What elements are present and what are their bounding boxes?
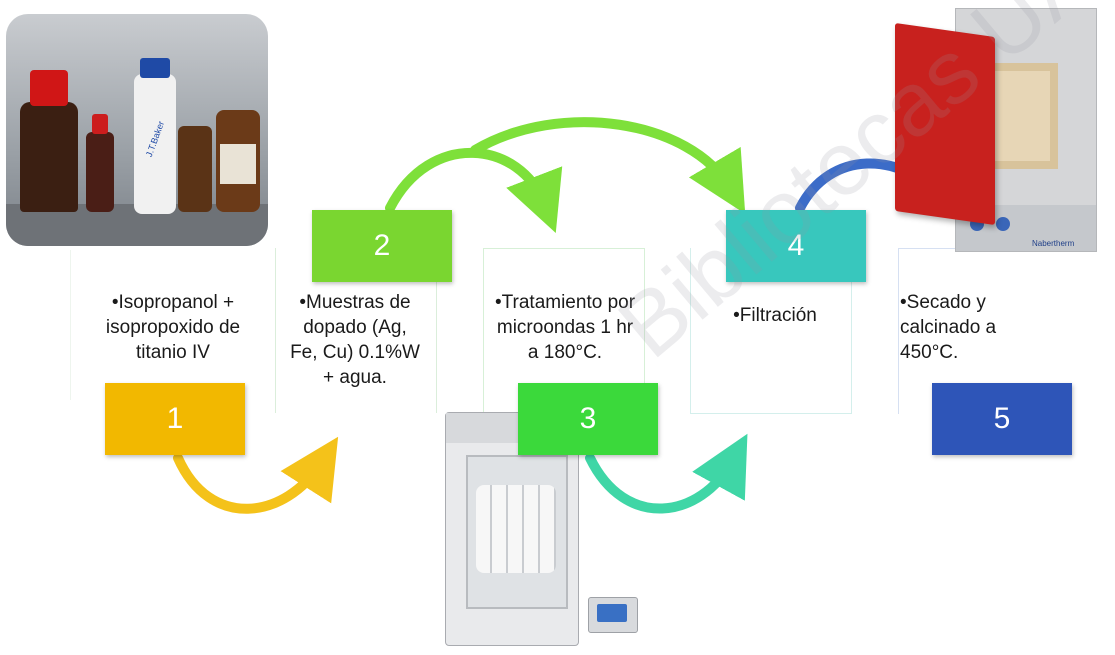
step-text-5: •Secado y calcinado a 450°C. [900, 292, 997, 363]
bottle-amber-large [20, 102, 78, 212]
furnace-brand-label: Nabertherm [1032, 239, 1075, 248]
step-box-1: 1 [105, 383, 245, 455]
step-number-2: 2 [373, 229, 391, 262]
step-text-3: •Tratamiento por microondas 1 hr a 180°C… [494, 292, 636, 363]
step-number-4: 4 [787, 229, 805, 262]
bottle-small-cap [92, 114, 108, 134]
arrow-1-to-2 [173, 436, 339, 514]
bracket-2 [275, 248, 437, 413]
step-number-5: 5 [993, 402, 1011, 435]
reagent-bottles-photo: J.T.Baker [6, 14, 268, 246]
bottle-label-white [220, 144, 256, 184]
step-box-3: 3 [518, 383, 658, 455]
arrow-2-to-4 [470, 117, 746, 214]
arrow-3-to-4 [585, 433, 748, 514]
microwave-carousel [476, 485, 556, 573]
controller-screen [597, 604, 627, 622]
bottle-small-red [86, 132, 114, 212]
step-text-1: •Isopropanol + isopropoxido de titanio I… [105, 292, 241, 363]
bottle-white-cap [140, 58, 170, 78]
step-number-1: 1 [166, 402, 184, 435]
bottle-white-jtbaker [134, 74, 176, 214]
bottle-cap-red [30, 70, 68, 106]
arrow-2-to-3 [385, 147, 563, 233]
bracket-1 [70, 250, 271, 400]
step-box-4: 4 [726, 210, 866, 282]
microwave-photo [445, 412, 579, 646]
furnace-knob-2 [996, 217, 1010, 231]
bracket-4 [690, 248, 852, 414]
bracket-3 [483, 248, 645, 414]
step-box-5: 5 [932, 383, 1072, 455]
bottle-brown-1 [178, 126, 212, 212]
microwave-controller [588, 597, 638, 633]
step-box-2: 2 [312, 210, 452, 282]
step-text-4: •Filtración [733, 305, 817, 326]
step-number-3: 3 [579, 402, 597, 435]
step-text-2: •Muestras de dopado (Ag, Fe, Cu) 0.1%W +… [290, 292, 420, 388]
